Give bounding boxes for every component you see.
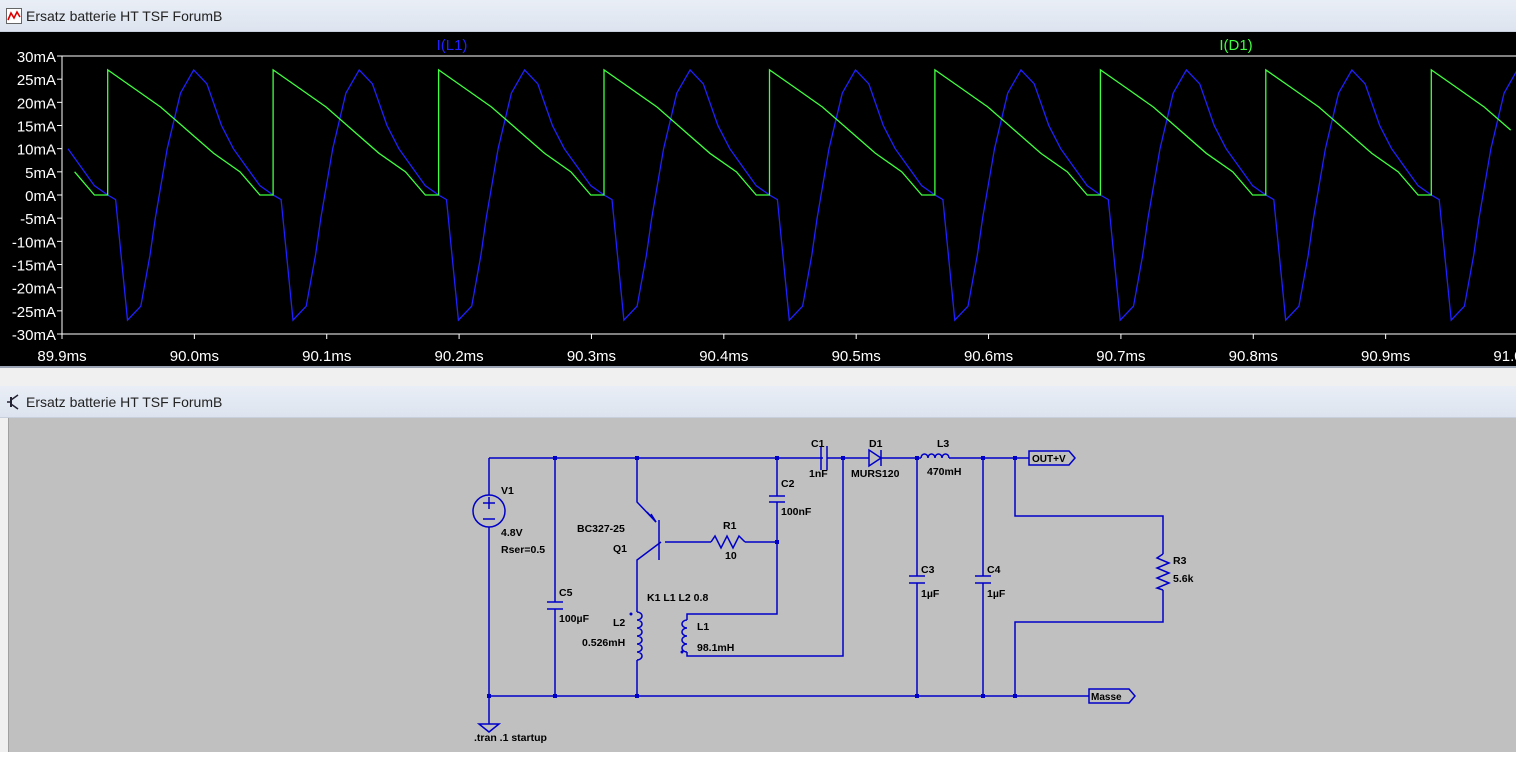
x-tick-label: 89.9ms	[37, 348, 86, 365]
schematic-window-title: Ersatz batterie HT TSF ForumB	[26, 394, 223, 410]
y-tick-label: -15mA	[12, 258, 56, 275]
schematic-window-titlebar[interactable]: Ersatz batterie HT TSF ForumB	[0, 386, 1516, 418]
x-tick-label: 90.0ms	[170, 348, 219, 365]
plot-frame	[61, 55, 1516, 335]
schematic-canvas[interactable]: V1 4.8V Rser=0.5 C5 100µF BC327-25 Q1 R1…	[8, 418, 1516, 752]
x-tick-label: 90.1ms	[302, 348, 351, 365]
x-tick-label: 90.4ms	[699, 348, 748, 365]
d1-ref: D1	[869, 438, 883, 450]
r1-ref: R1	[723, 520, 737, 532]
c4-value: 1µF	[987, 588, 1006, 600]
window-divider[interactable]	[0, 366, 1516, 386]
x-tick-label: 90.8ms	[1229, 348, 1278, 365]
x-tick-label: 90.6ms	[964, 348, 1013, 365]
trace-il1[interactable]	[67, 68, 1516, 322]
c5-value: 100µF	[559, 613, 590, 625]
trace-id1[interactable]	[74, 68, 1512, 196]
y-tick-label: 10mA	[17, 142, 56, 159]
transistor-icon	[7, 394, 19, 410]
plot-window-titlebar[interactable]: Ersatz batterie HT TSF ForumB	[0, 0, 1516, 32]
gnd-label[interactable]: Masse	[1091, 692, 1122, 703]
v1-rser: Rser=0.5	[501, 544, 545, 556]
x-tick-label: 90.7ms	[1096, 348, 1145, 365]
legend-il1[interactable]: I(L1)	[437, 37, 468, 54]
y-tick-label: -10mA	[12, 234, 56, 251]
c4-ref: C4	[987, 564, 1001, 576]
y-tick-label: 30mA	[17, 49, 56, 66]
v1-ref: V1	[501, 485, 514, 497]
legend-id1[interactable]: I(D1)	[1219, 37, 1252, 54]
r3-ref: R3	[1173, 555, 1187, 567]
junction-dots	[487, 456, 1017, 698]
c3-value: 1µF	[921, 588, 940, 600]
c2-ref: C2	[781, 478, 795, 490]
schematic-svg[interactable]: V1 4.8V Rser=0.5 C5 100µF BC327-25 Q1 R1…	[9, 418, 1516, 752]
r1-value: 10	[725, 550, 737, 562]
c2-value: 100nF	[781, 506, 812, 518]
r3-value: 5.6k	[1173, 573, 1194, 585]
waveform-plot-svg[interactable]: 30mA 25mA 20mA 15mA 10mA 5mA 0mA -5mA -10mA -15mA…	[0, 32, 1516, 366]
x-tick-label: 90.9ms	[1361, 348, 1410, 365]
y-tick-label: -5mA	[20, 211, 56, 228]
c5-ref: C5	[559, 587, 573, 599]
c3-ref: C3	[921, 564, 935, 576]
q1-ref: Q1	[613, 543, 627, 555]
y-tick-label: -30mA	[12, 327, 56, 344]
l3-ref: L3	[937, 438, 949, 450]
c1-value: 1nF	[809, 468, 828, 480]
wires	[472, 446, 1171, 733]
waveform-plot[interactable]: 30mA 25mA 20mA 15mA 10mA 5mA 0mA -5mA -10mA -15mA…	[0, 32, 1516, 366]
out-label[interactable]: OUT+V	[1032, 454, 1066, 465]
y-tick-label: 0mA	[25, 188, 56, 205]
waveform-icon	[6, 8, 22, 24]
l2-value: 0.526mH	[582, 637, 625, 649]
y-tick-label: 15mA	[17, 119, 56, 136]
l1-value: 98.1mH	[697, 642, 734, 654]
y-tick-label: 25mA	[17, 72, 56, 89]
x-tick-label: 91.0ms	[1493, 348, 1516, 365]
schematic-window: V1 4.8V Rser=0.5 C5 100µF BC327-25 Q1 R1…	[0, 418, 1516, 752]
q1-model: BC327-25	[577, 523, 625, 535]
y-tick-label: 5mA	[25, 165, 56, 182]
l2-ref: L2	[613, 617, 625, 629]
l3-value: 470mH	[927, 466, 961, 478]
c1-ref: C1	[811, 438, 825, 450]
y-tick-label: -25mA	[12, 304, 56, 321]
tran-directive[interactable]: .tran .1 startup	[474, 732, 547, 744]
plot-window-title: Ersatz batterie HT TSF ForumB	[26, 8, 223, 24]
l1-ref: L1	[697, 621, 709, 633]
v1-value: 4.8V	[501, 527, 523, 539]
x-tick-label: 90.5ms	[832, 348, 881, 365]
coupling-directive: K1 L1 L2 0.8	[647, 592, 708, 604]
d1-value: MURS120	[851, 468, 900, 480]
x-tick-label: 90.2ms	[434, 348, 483, 365]
y-tick-label: -20mA	[12, 281, 56, 298]
x-tick-label: 90.3ms	[567, 348, 616, 365]
y-tick-label: 20mA	[17, 95, 56, 112]
